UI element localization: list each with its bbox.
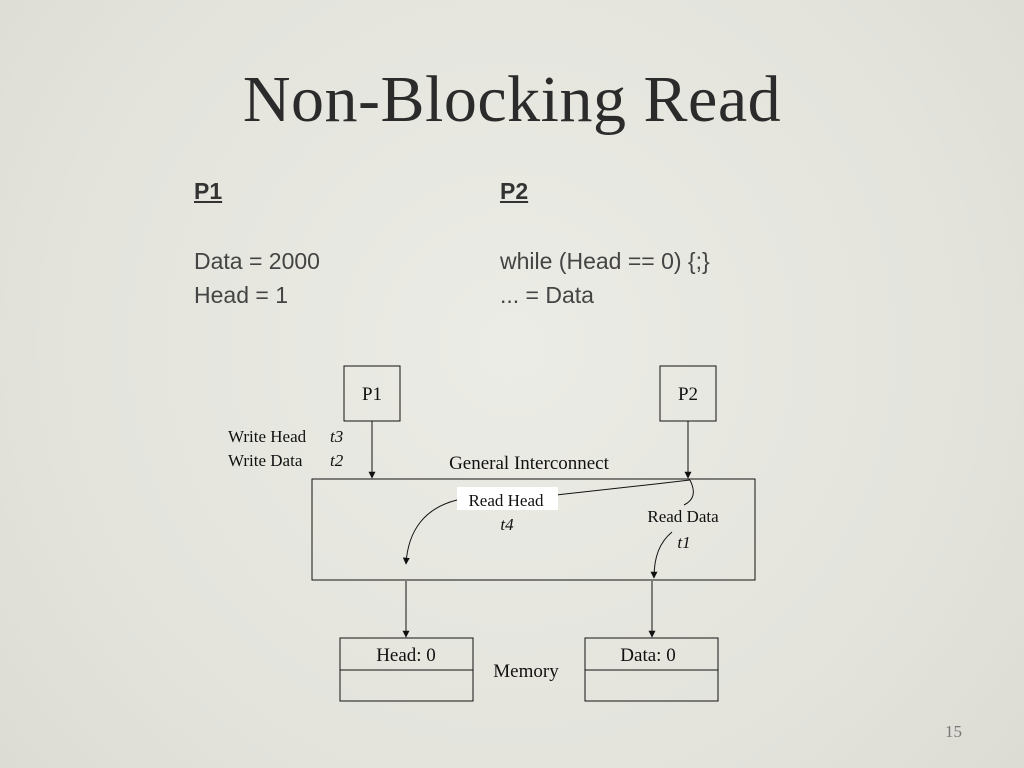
read-data-label: Read Data [647,507,719,526]
read-head-arrow [402,499,458,565]
p1-code-line-1: Data = 2000 [194,248,320,274]
read-data-connector [683,479,694,506]
read-head-label-bg [457,487,558,510]
p2-code-line-1: while (Head == 0) {;} [500,248,710,274]
p1-box-label: P1 [362,384,382,405]
data-cell-label: Data: 0 [620,645,675,666]
p2-box-label: P2 [678,384,698,405]
p2-heading: P2 [500,178,529,204]
page-number: 15 [945,722,962,741]
p1-heading: P1 [194,178,223,204]
write-head-time: t3 [330,427,343,446]
head-cell-label: Head: 0 [376,645,436,666]
write-head-label: Write Head [228,427,307,446]
read-data-time: t1 [677,533,690,552]
memory-label: Memory [493,661,559,682]
write-data-label: Write Data [228,451,303,470]
interconnect-box [311,478,756,581]
interconnect-label: General Interconnect [449,453,610,474]
read-head-time: t4 [500,515,514,534]
slide-title: Non-Blocking Read [242,63,782,136]
read-head-connector [555,479,691,496]
write-data-time: t2 [330,451,344,470]
read-head-label: Read Head [468,491,544,510]
p1-code-line-2: Head = 1 [194,282,288,308]
read-data-arrow [650,531,673,579]
p2-code-line-2: ... = Data [500,282,594,308]
